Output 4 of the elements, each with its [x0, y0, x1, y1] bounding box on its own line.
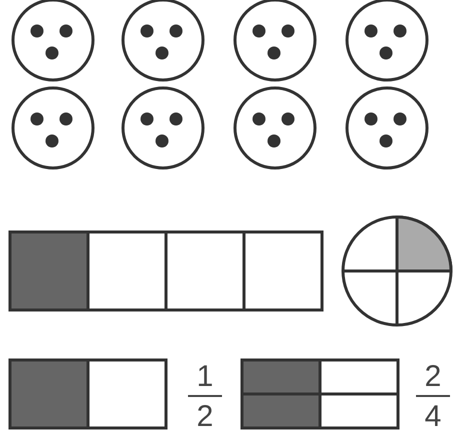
numerator: 1: [196, 362, 214, 392]
denominator: 2: [196, 402, 214, 432]
denominator: 4: [424, 402, 442, 432]
numerator: 2: [424, 362, 442, 392]
